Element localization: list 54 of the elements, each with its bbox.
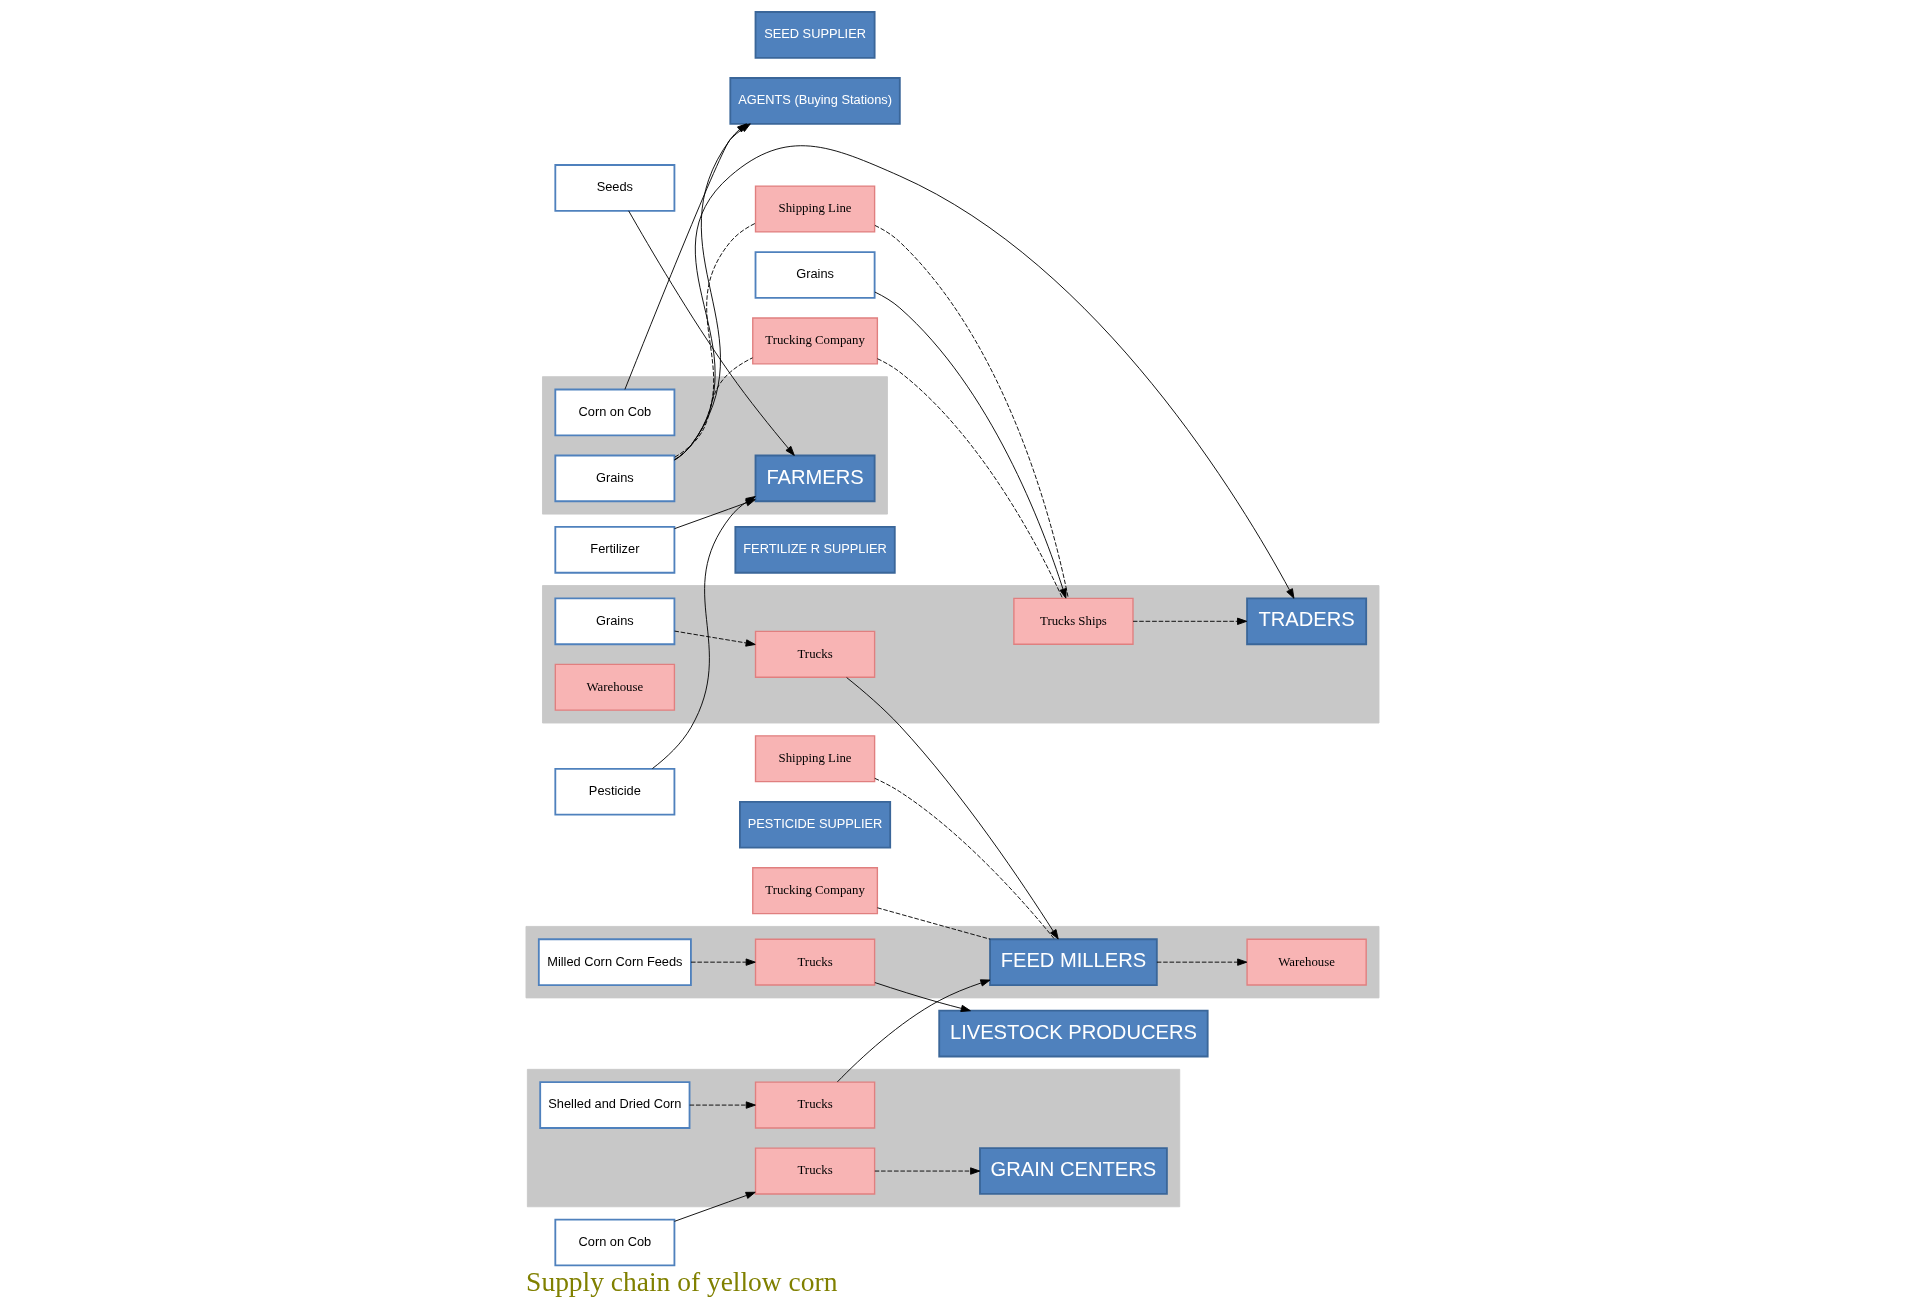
node-box: Corn on Cob <box>554 1218 676 1267</box>
arrow <box>874 1167 981 1175</box>
connector <box>876 358 1063 599</box>
node-box: GRAIN CENTERS <box>979 1147 1168 1195</box>
node-box: Warehouse <box>1246 938 1367 986</box>
node-box: Corn on Cob <box>554 388 676 437</box>
connector <box>876 907 991 940</box>
node-box: TRADERS <box>1246 597 1368 646</box>
connector <box>874 224 1069 599</box>
cluster <box>542 376 888 515</box>
arrow <box>1156 958 1248 966</box>
arrow <box>689 1101 756 1109</box>
node-box: Milled Corn Corn Feeds <box>537 938 692 986</box>
arrow <box>836 979 991 1083</box>
connector <box>874 777 1055 940</box>
node-box: Grains <box>554 597 676 646</box>
node-box: PESTICIDE SUPPLIER <box>739 800 892 849</box>
node-box: Grains <box>554 454 676 503</box>
diagram-title: Supply chain of yellow corn <box>526 1267 838 1298</box>
arrow <box>674 1191 756 1222</box>
arrow <box>674 145 1295 599</box>
node-box: FEED MILLERS <box>989 938 1158 986</box>
arrow <box>628 210 795 456</box>
cluster <box>526 1068 1181 1208</box>
node-box: Trucks Ships <box>1013 597 1134 645</box>
arrow <box>1132 617 1248 625</box>
node-box: Fertilizer <box>554 526 676 574</box>
node-box: Shipping Line <box>754 185 876 233</box>
node-box: Trucks <box>754 938 876 986</box>
connector <box>673 222 756 461</box>
node-box: Trucking Company <box>752 317 879 365</box>
node-box: Grains <box>754 251 876 299</box>
node-box: Trucks <box>754 1081 876 1129</box>
node-box: SEED SUPPLIER <box>754 11 876 59</box>
node-box: Shipping Line <box>754 735 876 783</box>
node-box: Trucking Company <box>752 867 879 915</box>
cluster <box>525 925 1380 999</box>
node-box: Seeds <box>554 164 676 212</box>
connector <box>674 357 754 458</box>
arrow <box>874 291 1067 599</box>
node-box: Trucks <box>754 630 876 678</box>
node-box: Pesticide <box>554 767 676 816</box>
node-box: LIVESTOCK PRODUCERS <box>938 1009 1209 1058</box>
arrow <box>674 123 748 461</box>
node-box: Trucks <box>754 1147 876 1195</box>
node-box: FARMERS <box>754 454 876 503</box>
node-box: Shelled and Dried Corn <box>539 1081 691 1129</box>
node-box: FERTILIZE R SUPPLIER <box>734 526 896 574</box>
arrow <box>874 982 971 1012</box>
node-box: AGENTS (Buying Stations) <box>729 77 901 125</box>
arrow <box>690 958 756 966</box>
arrow <box>846 677 1059 940</box>
node-box: Warehouse <box>554 663 676 711</box>
arrow <box>674 630 756 647</box>
